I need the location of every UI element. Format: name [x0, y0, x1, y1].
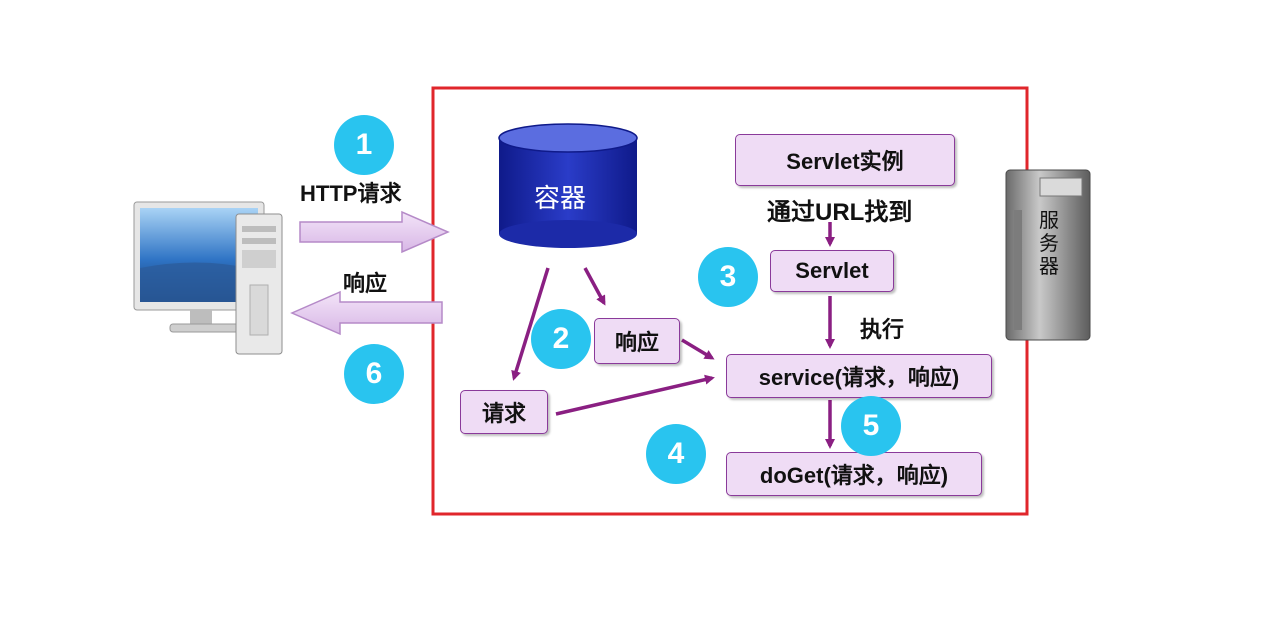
server-tower: [1005, 169, 1091, 341]
container-label: 容器: [534, 183, 587, 213]
client-computer: [133, 201, 283, 355]
arrow-container-to-request: [511, 267, 550, 381]
service-box: service(请求，响应): [726, 354, 992, 398]
response-label: 响应: [343, 271, 388, 296]
find-by-url-label: 通过URL找到: [767, 199, 913, 226]
request-box: 请求: [460, 390, 548, 434]
http-request-arrow: [299, 210, 450, 254]
response-box: 响应: [594, 318, 680, 364]
step-2-badge: 2: [531, 309, 591, 369]
servlet-box: Servlet: [770, 250, 894, 292]
arrow-request-to-service: [555, 374, 715, 416]
arrow-container-to-response: [583, 267, 606, 306]
step-1-badge: 1: [334, 115, 394, 175]
container-cylinder: [498, 123, 638, 248]
response-return-arrow: [290, 290, 443, 336]
servlet-instance-box: Servlet实例: [735, 134, 955, 186]
arrow-response-to-service: [681, 338, 715, 360]
step-3-badge: 3: [698, 247, 758, 307]
http-request-label: HTTP请求: [300, 181, 402, 206]
step-5-badge: 5: [841, 396, 901, 456]
doget-box: doGet(请求，响应): [726, 452, 982, 496]
step-6-badge: 6: [344, 344, 404, 404]
execute-label: 执行: [860, 317, 905, 342]
step-4-badge: 4: [646, 424, 706, 484]
server-label: 服 务 器: [1039, 210, 1059, 278]
